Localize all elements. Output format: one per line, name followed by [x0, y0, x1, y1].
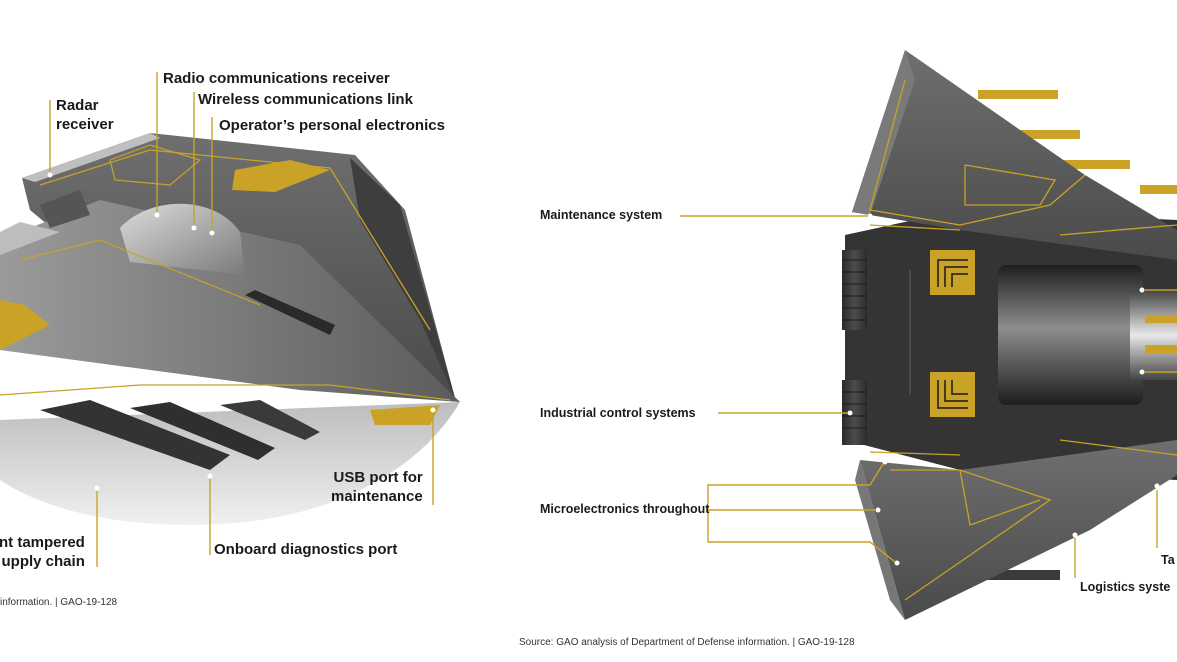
left-leader-lines [49, 72, 434, 567]
right-leader-lines [680, 215, 1177, 578]
label-tampered-supply-chain: nt tampered upply chain [0, 533, 85, 571]
left-source-note: information. | GAO-19-128 [0, 597, 118, 608]
label-tampered-line2: upply chain [1, 553, 85, 570]
label-onboard-diagnostics-port: Onboard diagnostics port [214, 541, 398, 558]
label-radio-communications-receiver: Radio communications receiver [163, 70, 390, 87]
label-wireless-communications-link: Wireless communications link [198, 91, 413, 108]
label-ta-truncated: Ta [1161, 553, 1175, 567]
label-usb-port: USB port for maintenance [331, 468, 423, 506]
vehicle-illustration [842, 50, 1177, 620]
label-radar-line1: Radar [56, 97, 99, 114]
label-maintenance-system: Maintenance system [540, 208, 663, 222]
label-microelectronics-throughout: Microelectronics throughout [540, 502, 710, 516]
label-usb-line2: maintenance [331, 488, 423, 505]
label-radar-line2: receiver [56, 116, 114, 133]
label-operator-personal-electronics: Operator’s personal electronics [219, 117, 445, 134]
label-usb-line1: USB port for [333, 469, 423, 486]
aircraft-illustration [0, 133, 460, 525]
label-industrial-control-systems: Industrial control systems [540, 406, 696, 420]
label-logistics-system: Logistics syste [1080, 580, 1171, 594]
label-tampered-line1: nt tampered [0, 534, 85, 551]
right-source-note: Source: GAO analysis of Department of De… [519, 637, 855, 648]
label-radar-receiver: Radar receiver [56, 96, 114, 134]
